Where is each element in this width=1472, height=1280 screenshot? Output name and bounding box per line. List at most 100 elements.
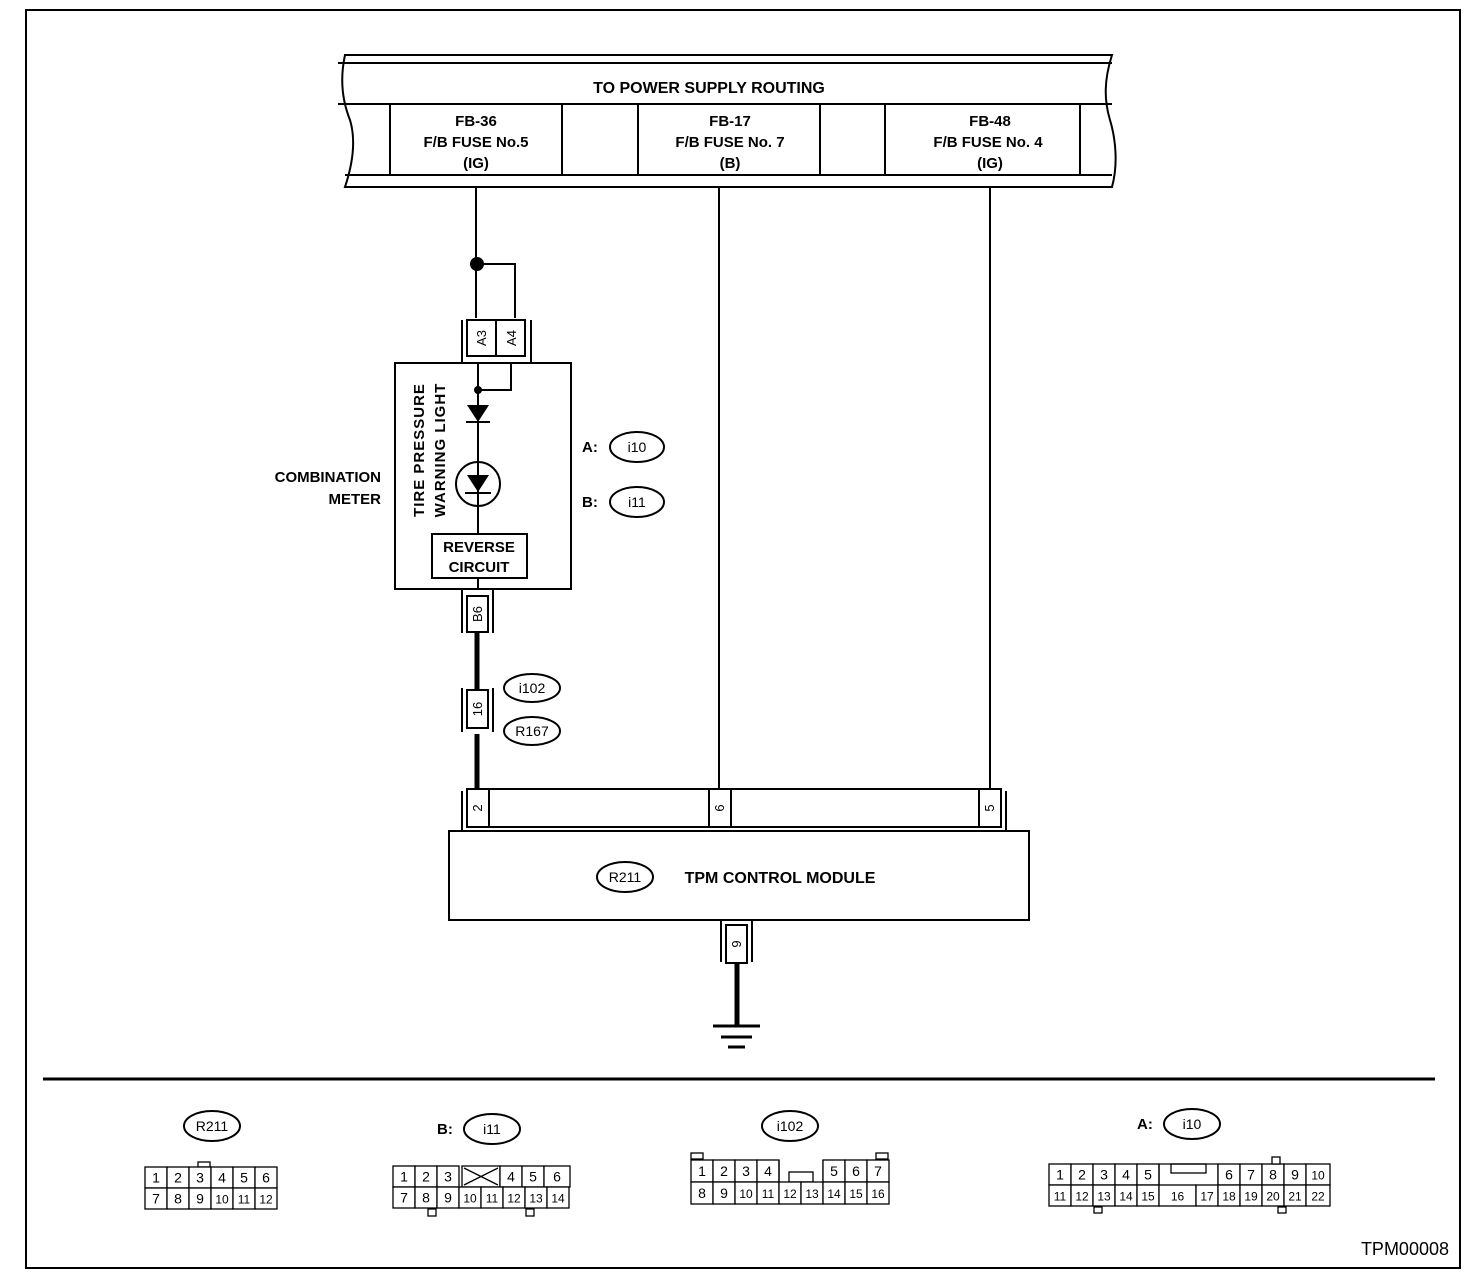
connector-pin-label: 20 [1266,1190,1280,1204]
fuse-1-name: F/B FUSE No.5 [423,134,528,151]
connector-pin-label: 1 [698,1163,706,1179]
connector-pin-label: 15 [1141,1190,1155,1204]
connector-pin-label: 17 [1200,1190,1214,1204]
connector-latch [1271,1156,1281,1165]
connector-pin-label: 1 [152,1170,160,1186]
connector-pin-label: 16 [1171,1190,1185,1204]
fuse-3-name: F/B FUSE No. 4 [933,134,1043,151]
power-supply-band: TO POWER SUPPLY ROUTING FB-36 F/B FUSE N… [338,54,1117,188]
connector-pin-label: 11 [1054,1190,1067,1204]
connector-pin-label: 11 [762,1187,775,1201]
connector-key-notch [1170,1163,1207,1174]
connector-pin-label: 7 [152,1191,160,1207]
figure-id: TPM00008 [1361,1239,1449,1259]
fuse-2-id: FB-17 [709,113,751,130]
connector-pin-label: 10 [739,1187,753,1201]
connector-pin-label: 3 [444,1169,452,1185]
connector-pin-label: 21 [1288,1190,1302,1204]
fuse-1-id: FB-36 [455,113,497,130]
connector-pin-label: 9 [720,1185,728,1201]
connector-pin-label: 10 [463,1192,477,1206]
diode-icon [467,405,489,422]
connector-pin-label: 14 [827,1187,841,1201]
wires [470,187,991,1025]
outer-frame [25,9,1461,1269]
connector-pin-label: 11 [238,1193,251,1207]
connector-pin-label: 8 [422,1190,430,1206]
reverse-circuit-box [431,533,528,579]
connector-pin-label: 22 [1311,1190,1325,1204]
connector-pin-label: 5 [529,1169,537,1185]
tpm-control-module: R211 TPM CONTROL MODULE [448,830,1030,921]
warning-light-label-2: WARNING LIGHT [432,383,449,518]
warning-light-label-1: TIRE PRESSURE [411,383,428,517]
connector-pin-cross [463,1167,499,1186]
ground-icon [713,1024,760,1049]
connector-b-prefix: B: [582,494,598,511]
tpm-pin-2: 2 [470,804,485,811]
connector-pin-label: 16 [871,1187,885,1201]
connector-pin-label: 2 [1078,1167,1086,1183]
fuse-2-name: F/B FUSE No. 7 [675,134,784,151]
connector-view-i10-id: i10 [1183,1116,1202,1132]
warning-light-icon [455,461,501,507]
connector-a3-a4: A3 A4 [461,319,532,362]
fuse-2-type: (B) [720,155,741,172]
connector-pin-label: 7 [400,1190,408,1206]
connector-pin-label: 2 [422,1169,430,1185]
connector-pin-label: 15 [849,1187,863,1201]
connector-pin-label: 3 [1100,1167,1108,1183]
connector-pin-label: 9 [1291,1167,1299,1183]
tpm-connector-strip: 2 6 5 [461,788,1007,830]
connector-pin-label: 8 [1269,1167,1277,1183]
connector-a-prefix: A: [582,439,598,456]
connector-view-i102-id: i102 [777,1118,804,1134]
connector-pin-label: 3 [742,1163,750,1179]
connector-pin-label: 7 [1247,1167,1255,1183]
connector-pin-label: 10 [1311,1169,1325,1183]
connector-pin-label: 19 [1244,1190,1258,1204]
combination-meter-label-2: METER [329,491,382,508]
connector-b-id: i11 [628,494,646,510]
joint-connector: 16 i102 R167 [461,673,561,746]
tpm-module-connector: R211 [609,869,642,885]
connector-pin-label: 6 [1225,1167,1233,1183]
connector-pin-label: 4 [1122,1167,1130,1183]
connector-b6: B6 [461,590,494,633]
connector-pin-label: 8 [174,1191,182,1207]
connector-pin-label: 12 [507,1192,521,1206]
connector-pin-label: 4 [218,1170,226,1186]
connector-pin-label: 1 [400,1169,408,1185]
reverse-circuit-line1: REVERSE [443,539,515,556]
connector-pin-label: 12 [1075,1190,1089,1204]
connector-key-notch [788,1171,814,1183]
connector-view-i11-prefix: B: [437,1121,453,1138]
connector-pin-label: 2 [174,1170,182,1186]
connector-pin-label: 5 [1144,1167,1152,1183]
connector-pin-label: 14 [551,1192,565,1206]
connector-pin-label: 6 [553,1169,561,1185]
tpm-module-label: TPM CONTROL MODULE [685,870,876,887]
joint-connector-2: R167 [515,723,549,739]
ground-connector: 9 [713,921,760,1049]
pin-b6: B6 [470,606,485,622]
power-supply-title: TO POWER SUPPLY ROUTING [593,80,825,97]
connector-pin-cell [1305,1184,1331,1207]
connector-pin-label: 5 [240,1170,248,1186]
connector-pin-label: 5 [830,1163,838,1179]
connector-view-i10-prefix: A: [1137,1116,1153,1133]
connector-pin-label: 13 [529,1192,543,1206]
connector-pin-label: 8 [698,1185,706,1201]
pin-a3: A3 [474,330,489,346]
combination-meter: REVERSE CIRCUIT TIRE PRESSURE WARNING LI… [275,362,665,590]
connector-pin-label: 18 [1222,1190,1236,1204]
connector-pin-label: 7 [874,1163,882,1179]
connector-pin-label: 12 [783,1187,797,1201]
tpm-pin-6: 6 [712,804,727,811]
connector-pin-cell [866,1181,890,1205]
